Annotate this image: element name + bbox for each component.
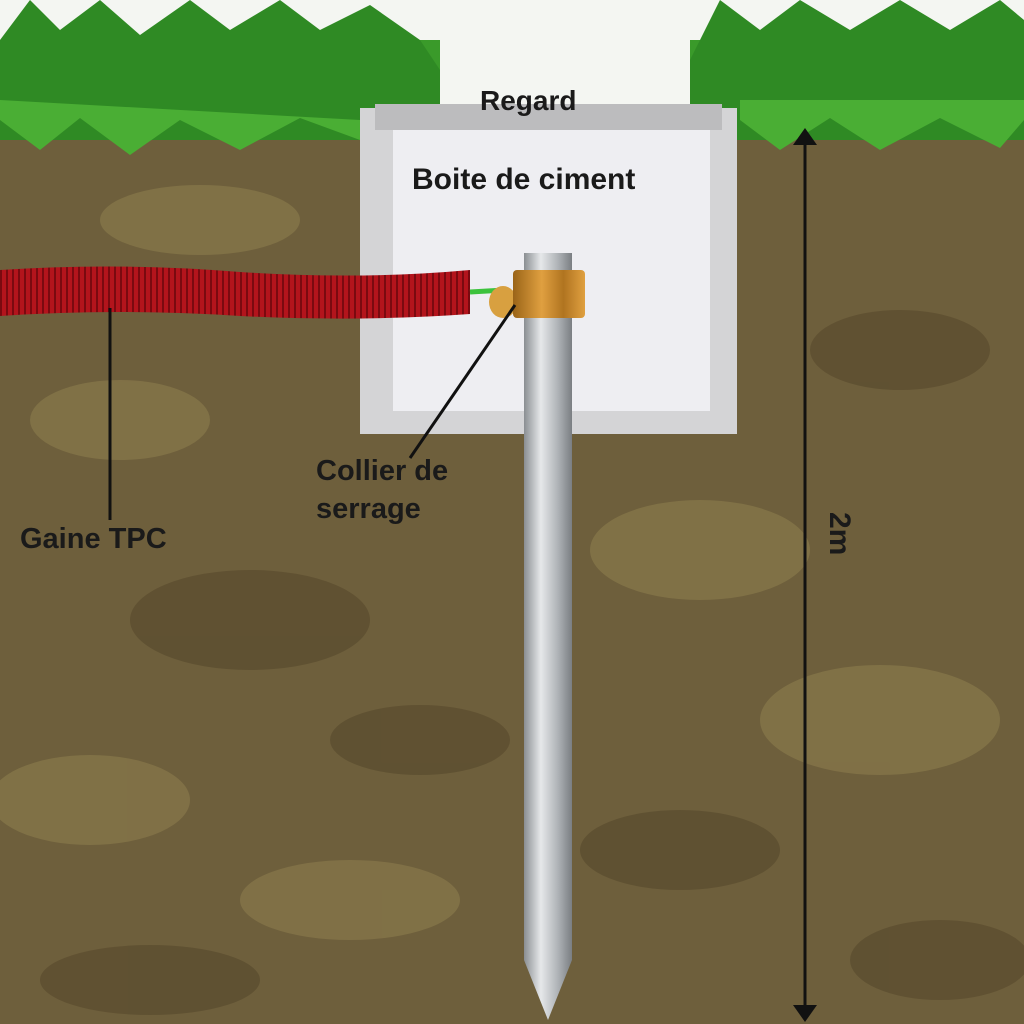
- sheath-label: Gaine TPC: [20, 523, 167, 555]
- clamp-leader-line: [408, 304, 517, 459]
- inspection-cover: [375, 104, 722, 130]
- ground-rod: [524, 253, 572, 1020]
- cement-box-label: Boite de ciment: [412, 163, 636, 196]
- clamp-label-line1: Collier de: [316, 455, 449, 487]
- clamp-label-line2: serrage: [316, 493, 421, 525]
- clamp: [513, 270, 585, 318]
- grass-right: [690, 0, 1024, 150]
- depth-label: 2m: [823, 512, 856, 556]
- wire-lug: [489, 286, 517, 318]
- regard-label: Regard: [480, 85, 577, 116]
- soil-mottling: [0, 185, 1024, 1015]
- tpc-sheath: [0, 266, 470, 319]
- depth-dimension-arrow: [793, 128, 817, 1022]
